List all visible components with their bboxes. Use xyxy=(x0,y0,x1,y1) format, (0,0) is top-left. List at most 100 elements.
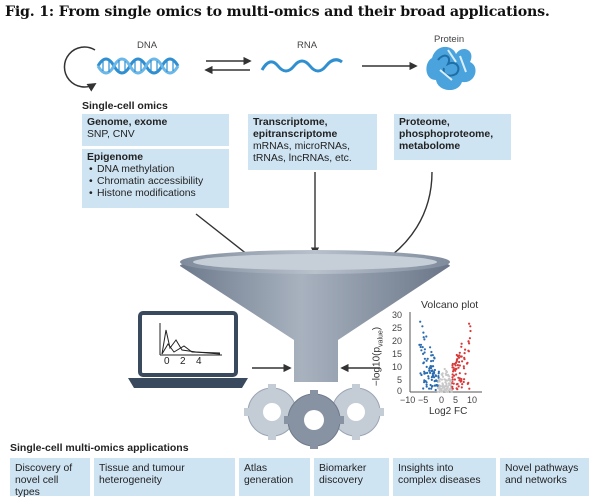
volcano-point xyxy=(460,378,463,381)
volcano-point xyxy=(425,365,428,368)
laptop-tick-label: 4 xyxy=(196,356,202,367)
volcano-point xyxy=(430,376,433,379)
volcano-point xyxy=(462,365,465,368)
volcano-point xyxy=(437,390,440,393)
volcano-point xyxy=(447,382,451,385)
volcano-point xyxy=(429,383,432,387)
volcano-point xyxy=(426,357,429,360)
volcano-y-tick: 20 xyxy=(392,336,403,346)
volcano-point xyxy=(457,385,460,388)
volcano-point xyxy=(423,370,426,373)
volcano-point xyxy=(455,359,458,362)
volcano-point xyxy=(450,390,453,393)
applications-heading: Single-cell multi-omics applications xyxy=(10,442,189,454)
volcano-point xyxy=(429,367,433,370)
volcano-point xyxy=(455,367,458,370)
volcano-point xyxy=(463,358,466,361)
volcano-point xyxy=(422,331,425,334)
volcano-point xyxy=(447,373,450,376)
transcription-arrows-icon xyxy=(204,56,252,75)
volcano-point xyxy=(451,364,454,367)
volcano-title: Volcano plot xyxy=(421,299,479,311)
volcano-point xyxy=(428,369,431,372)
volcano-point xyxy=(429,346,432,349)
volcano-point xyxy=(468,322,471,325)
figure-title: Fig. 1: From single omics to multi-omics… xyxy=(5,4,550,20)
volcano-x-tick: −10 xyxy=(400,395,416,405)
volcano-point xyxy=(431,354,434,357)
replication-arrow-icon xyxy=(63,46,97,92)
transcriptome-detail: tRNAs, lncRNAs, etc. xyxy=(253,153,352,164)
volcano-y-label-end: ) xyxy=(371,326,383,331)
volcano-point xyxy=(443,367,446,371)
epitranscriptome-title: epitranscriptome xyxy=(253,129,338,140)
volcano-y-tick: 5 xyxy=(397,375,403,385)
volcano-point xyxy=(425,381,428,384)
volcano-point xyxy=(441,372,444,375)
volcano-point xyxy=(458,364,461,367)
application-card: Discovery of novel cell types xyxy=(10,458,90,498)
volcano-point xyxy=(468,342,471,345)
volcano-point xyxy=(468,387,471,390)
application-card: Novel pathways and networks xyxy=(500,458,589,496)
volcano-point xyxy=(460,379,463,382)
volcano-y-tick: 25 xyxy=(392,323,403,333)
volcano-point xyxy=(439,388,442,392)
proteome-box: Proteome, phosphoproteome, metabolome xyxy=(394,114,511,160)
volcano-point xyxy=(433,380,436,383)
volcano-point xyxy=(429,365,432,368)
volcano-point xyxy=(419,343,423,346)
application-text: Tissue and tumour xyxy=(99,463,185,474)
application-text: generation xyxy=(244,475,294,486)
application-text: complex diseases xyxy=(398,475,481,486)
volcano-point xyxy=(460,345,463,348)
volcano-point xyxy=(460,342,463,345)
volcano-point xyxy=(423,338,426,341)
volcano-point xyxy=(466,382,469,385)
volcano-point xyxy=(431,385,434,388)
volcano-point xyxy=(467,340,470,343)
volcano-point xyxy=(421,346,424,349)
volcano-point xyxy=(422,352,425,355)
volcano-point xyxy=(433,368,436,372)
volcano-point xyxy=(437,375,440,378)
application-text: and networks xyxy=(505,475,567,486)
genome-detail: SNP, CNV xyxy=(87,129,135,140)
epigenome-list: DNA methylation Chromatin accessibility … xyxy=(87,164,224,200)
volcano-point xyxy=(451,366,454,369)
volcano-point xyxy=(418,343,421,346)
genome-box: Genome, exome SNP, CNV xyxy=(82,114,229,146)
volcano-point xyxy=(458,372,461,375)
volcano-point xyxy=(443,385,446,388)
metabolome-title: metabolome xyxy=(399,141,461,152)
protein-label: Protein xyxy=(434,34,465,45)
volcano-y-tick: 30 xyxy=(392,310,403,320)
volcano-point xyxy=(423,348,426,351)
volcano-point xyxy=(425,383,428,386)
volcano-point xyxy=(445,390,448,393)
volcano-point xyxy=(431,372,434,375)
proteome-title: Proteome, xyxy=(399,117,450,128)
volcano-point xyxy=(433,357,436,360)
volcano-point xyxy=(432,359,435,362)
volcano-point xyxy=(425,359,428,362)
volcano-point xyxy=(453,362,456,365)
volcano-point xyxy=(430,360,433,363)
volcano-y-label-sub: value xyxy=(377,330,385,347)
volcano-point xyxy=(425,385,428,388)
volcano-point xyxy=(455,353,458,357)
volcano-point xyxy=(452,370,455,373)
volcano-point xyxy=(455,373,458,376)
dna-label: DNA xyxy=(137,40,158,51)
volcano-point xyxy=(455,383,458,386)
volcano-y-label-main: −log10(p xyxy=(371,346,383,387)
volcano-point xyxy=(447,378,450,381)
rna-strand-icon xyxy=(260,58,343,73)
volcano-point xyxy=(444,372,447,375)
volcano-point xyxy=(433,376,436,379)
volcano-point xyxy=(437,379,440,382)
volcano-point xyxy=(419,345,422,349)
laptop-tick-label: 0 xyxy=(164,356,170,367)
volcano-point xyxy=(419,320,422,323)
